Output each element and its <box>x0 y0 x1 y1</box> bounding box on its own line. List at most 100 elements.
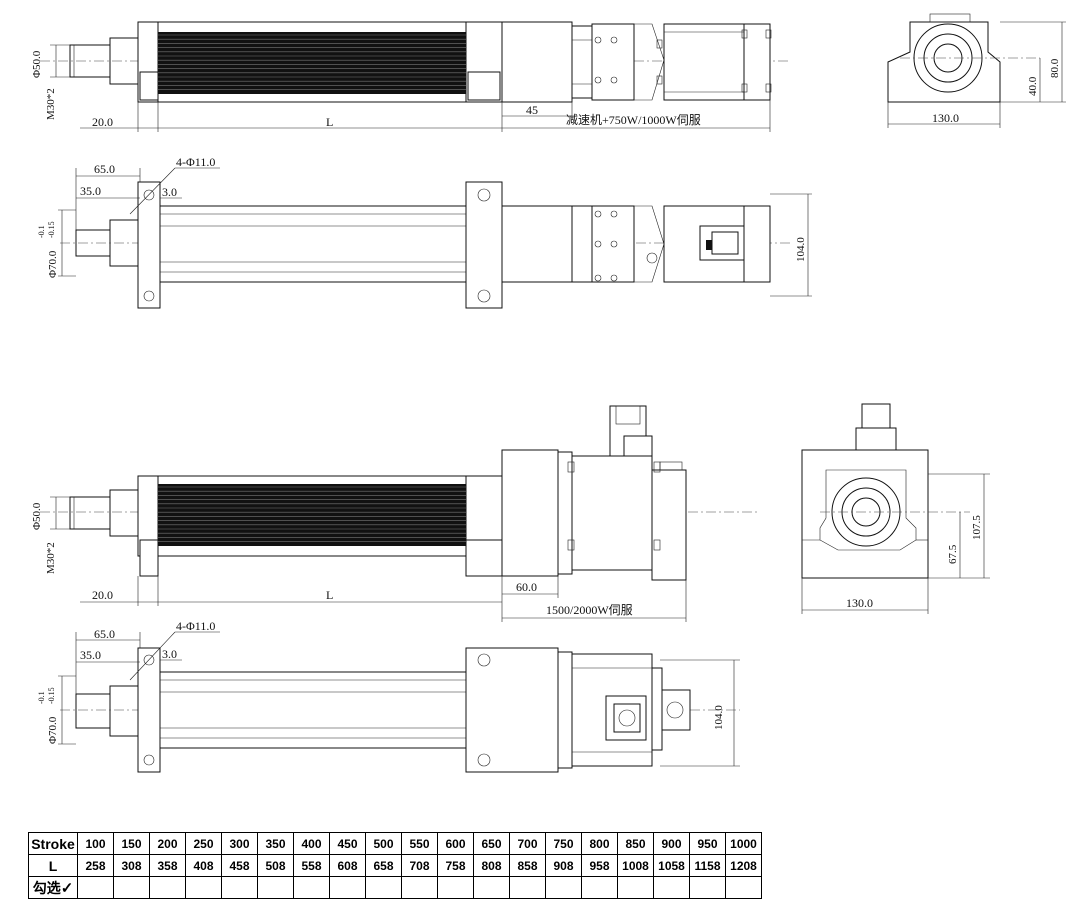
select-checkbox-cell[interactable] <box>221 876 258 899</box>
select-checkbox-cell[interactable] <box>725 876 762 899</box>
length-value: 408 <box>185 854 222 877</box>
stroke-value: 300 <box>221 832 258 855</box>
dim-thread: M30*2 <box>45 88 57 120</box>
dim-60: 60.0 <box>516 580 537 594</box>
dim-L-b: L <box>326 588 333 602</box>
select-label-cell: 勾选✓ <box>28 876 78 899</box>
select-checkbox-cell[interactable] <box>653 876 690 899</box>
dim-dia-70-b: Φ70.0 <box>47 716 59 744</box>
select-checkbox-cell[interactable] <box>437 876 474 899</box>
dim-65-top: 65.0 <box>94 162 115 176</box>
length-value: 958 <box>581 854 618 877</box>
dim-dia-50: Φ50.0 <box>31 50 43 78</box>
dim-40: 40.0 <box>1027 76 1039 96</box>
dim-3-b: 3.0 <box>162 647 177 661</box>
stroke-label: Stroke <box>28 832 78 855</box>
select-checkbox-cell[interactable] <box>617 876 654 899</box>
stroke-value: 1000 <box>725 832 762 855</box>
length-value: 258 <box>77 854 114 877</box>
select-checkbox-cell[interactable] <box>581 876 618 899</box>
stroke-value: 250 <box>185 832 222 855</box>
top-plan-view: 104.0 65.0 35.0 4-Φ11.0 3.0 Φ70.0 -0.1 -… <box>37 155 812 309</box>
length-value: 1208 <box>725 854 762 877</box>
stroke-value: 600 <box>437 832 474 855</box>
dim-104-top: 104.0 <box>795 237 807 262</box>
select-checkbox-cell[interactable] <box>113 876 150 899</box>
stroke-value: 850 <box>617 832 654 855</box>
motor-note-top: 减速机+750W/1000W伺服 <box>566 113 701 127</box>
length-value: 358 <box>149 854 186 877</box>
select-checkbox-cell[interactable] <box>77 876 114 899</box>
tol-upper-top: -0.1 <box>37 225 46 238</box>
length-value: 308 <box>113 854 150 877</box>
select-checkbox-cell[interactable] <box>185 876 222 899</box>
stroke-value: 900 <box>653 832 690 855</box>
length-value: 458 <box>221 854 258 877</box>
dim-107: 107.5 <box>971 515 983 540</box>
top-end-view: 80.0 40.0 130.0 <box>887 13 1066 128</box>
dim-dia-50-b: Φ50.0 <box>31 502 43 530</box>
l-label: L <box>28 854 78 877</box>
bottom-side-view: Φ50.0 M30*2 20.0 L 60.0 1500/2000W伺服 <box>31 405 760 622</box>
check-mark: ✓ <box>60 879 74 897</box>
select-checkbox-cell[interactable] <box>689 876 726 899</box>
stroke-value: 800 <box>581 832 618 855</box>
tol-lower-b: -0.15 <box>47 687 56 704</box>
dim-130-top: 130.0 <box>932 111 959 125</box>
dim-130-b: 130.0 <box>846 596 873 610</box>
stroke-value: 200 <box>149 832 186 855</box>
tol-lower-top: -0.15 <box>47 221 56 238</box>
length-value: 558 <box>293 854 330 877</box>
top-side-view: Φ50.0 M30*2 20.0 L 45 减速机+750W/1000W伺服 <box>31 21 790 132</box>
dim-67: 67.5 <box>947 544 959 564</box>
dim-thread-b: M30*2 <box>45 542 57 574</box>
bottom-end-view: 107.5 67.5 130.0 <box>801 403 990 614</box>
holes-b: 4-Φ11.0 <box>176 619 215 633</box>
stroke-value: 150 <box>113 832 150 855</box>
profile-rib-block <box>158 32 466 94</box>
select-checkbox-cell[interactable] <box>545 876 582 899</box>
motor-note-bottom: 1500/2000W伺服 <box>546 603 633 617</box>
length-value: 858 <box>509 854 546 877</box>
select-checkbox-cell[interactable] <box>365 876 402 899</box>
stroke-value: 550 <box>401 832 438 855</box>
stroke-value: 400 <box>293 832 330 855</box>
dim-45: 45 <box>526 103 538 117</box>
length-value: 608 <box>329 854 366 877</box>
length-value: 1008 <box>617 854 654 877</box>
dim-80: 80.0 <box>1049 58 1061 78</box>
dim-65-b: 65.0 <box>94 627 115 641</box>
select-checkbox-cell[interactable] <box>293 876 330 899</box>
length-value: 1058 <box>653 854 690 877</box>
stroke-value: 700 <box>509 832 546 855</box>
tol-upper-b: -0.1 <box>37 691 46 704</box>
dim-35-b: 35.0 <box>80 648 101 662</box>
stroke-value: 950 <box>689 832 726 855</box>
select-checkbox-cell[interactable] <box>509 876 546 899</box>
dim-35-top: 35.0 <box>80 184 101 198</box>
select-row: 勾选✓ <box>28 876 762 899</box>
dim-20: 20.0 <box>92 115 113 129</box>
holes-top: 4-Φ11.0 <box>176 155 215 169</box>
dim-dia-70-top: Φ70.0 <box>47 250 59 278</box>
length-value: 1158 <box>689 854 726 877</box>
select-checkbox-cell[interactable] <box>149 876 186 899</box>
stroke-value: 100 <box>77 832 114 855</box>
dim-L: L <box>326 115 333 129</box>
reducer <box>501 21 573 103</box>
select-checkbox-cell[interactable] <box>257 876 294 899</box>
stroke-value: 750 <box>545 832 582 855</box>
stroke-value: 500 <box>365 832 402 855</box>
select-checkbox-cell[interactable] <box>329 876 366 899</box>
bottom-plan-view: 104.0 65.0 35.0 4-Φ11.0 3.0 Φ70.0 -0.1 -… <box>37 619 740 773</box>
select-checkbox-cell[interactable] <box>473 876 510 899</box>
dim-3-top: 3.0 <box>162 185 177 199</box>
select-checkbox-cell[interactable] <box>401 876 438 899</box>
length-value: 908 <box>545 854 582 877</box>
length-value: 708 <box>401 854 438 877</box>
length-value: 508 <box>257 854 294 877</box>
